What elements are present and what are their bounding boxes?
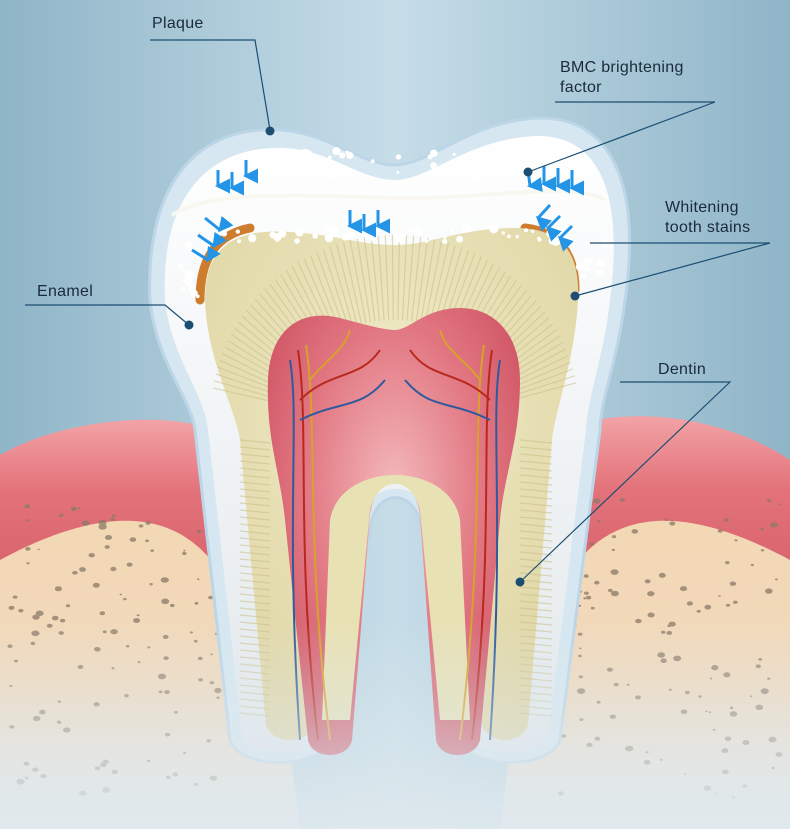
inter-root-dentin bbox=[322, 475, 470, 720]
leader-lines bbox=[25, 39, 771, 583]
plaque-label: Plaque bbox=[152, 15, 204, 32]
whitening-tooth-stains-label: Whitening tooth stains bbox=[665, 198, 750, 238]
bmc-label-line1: BMC brightening bbox=[560, 59, 684, 76]
bmc-label-line2: factor bbox=[560, 79, 602, 96]
brightening-arrows bbox=[191, 160, 584, 263]
gum-left bbox=[0, 419, 235, 600]
leader-dots bbox=[184, 126, 580, 587]
gum-right bbox=[555, 416, 790, 600]
bmc-brightening-factor-label: BMC brightening factor bbox=[560, 58, 684, 98]
whitening-label-line1: Whitening bbox=[665, 199, 739, 216]
whitening-label-line2: tooth stains bbox=[665, 219, 751, 236]
dentin-label: Dentin bbox=[658, 361, 707, 378]
enamel-label: Enamel bbox=[37, 283, 94, 300]
bottom-fog bbox=[0, 620, 790, 829]
